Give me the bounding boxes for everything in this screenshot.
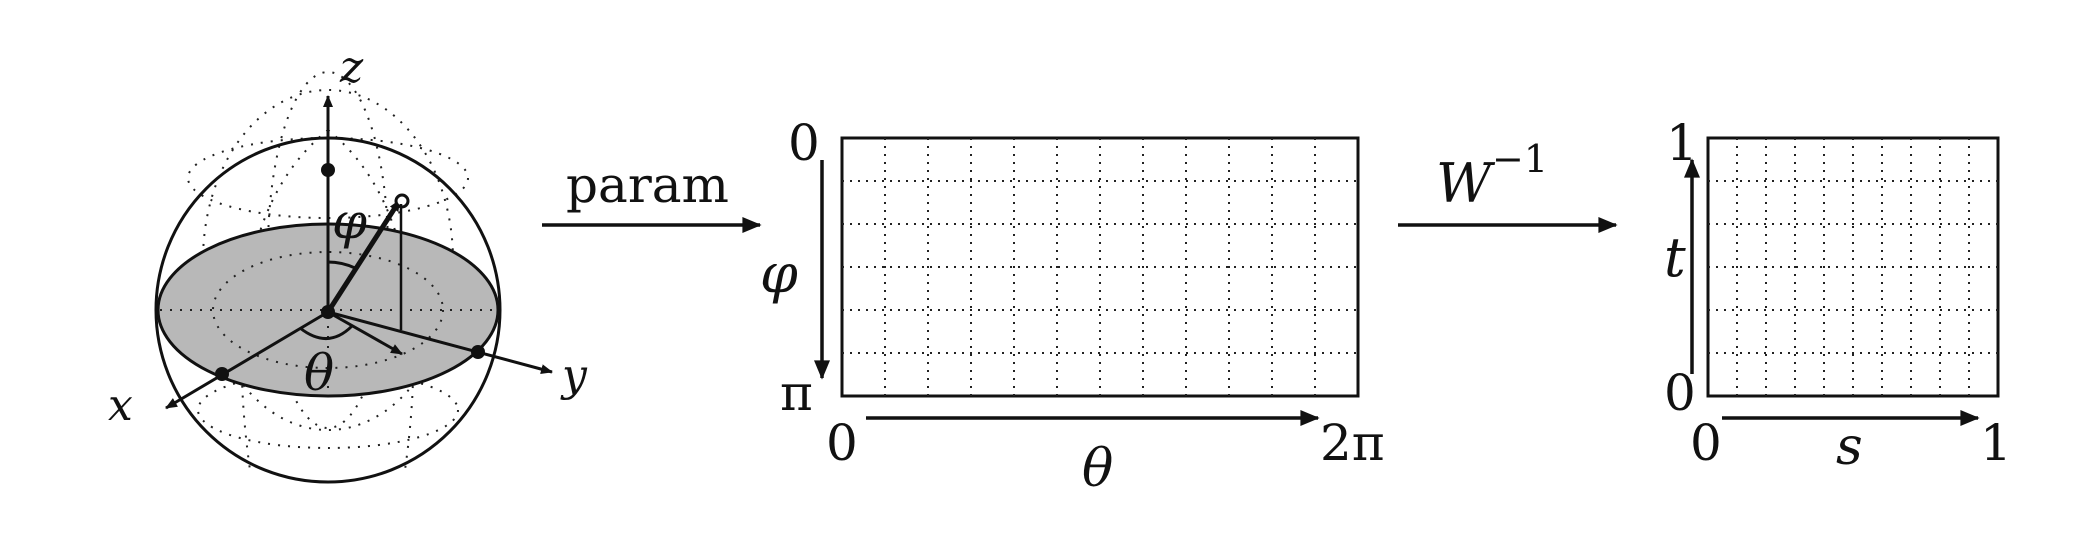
- unit-domain-rectangle: 1 0 t 0 s 1: [1664, 114, 2012, 477]
- phi-angle-arc: [327, 260, 356, 270]
- y-axis-point: [471, 345, 485, 359]
- theta-angle-label: θ: [304, 344, 334, 402]
- t-axis-start-label: 0: [1664, 364, 1696, 422]
- disc-grid-lines: [160, 226, 496, 394]
- s-axis-start-label: 0: [1690, 414, 1722, 472]
- t-axis-end-label: 1: [1666, 114, 1698, 172]
- param-grid: [842, 138, 1358, 396]
- z-axis-label: z: [339, 42, 364, 93]
- phi-axis-label: φ: [760, 242, 798, 305]
- theta-axis-start-label: 0: [826, 414, 858, 472]
- y-axis-label: y: [560, 350, 588, 401]
- s-axis-label: s: [1836, 417, 1863, 477]
- theta-angle-arc: [299, 324, 354, 340]
- phi-axis-start-label: 0: [788, 114, 820, 172]
- sphere-diagram: z x y φ θ: [108, 42, 588, 484]
- theta-axis-label: θ: [1082, 439, 1113, 499]
- x-axis-label: x: [108, 380, 133, 431]
- param-label: param: [566, 156, 729, 214]
- t-axis-label: t: [1664, 226, 1686, 289]
- param-arrow: param: [542, 156, 762, 233]
- phi-axis-end-label: π: [780, 364, 813, 422]
- x-axis-point: [215, 367, 229, 381]
- y-axis: [327, 310, 553, 374]
- unit-grid: [1708, 138, 1998, 396]
- origin-point: [321, 305, 335, 319]
- param-domain-rectangle: 0 π φ 0 θ 2π: [760, 114, 1385, 499]
- radius-vector: [325, 198, 403, 314]
- s-axis-end-label: 1: [1980, 414, 2012, 472]
- inverse-warp-arrow: W −1: [1398, 137, 1618, 233]
- north-pole-point: [321, 163, 335, 177]
- inverse-warp-label: W: [1436, 152, 1496, 215]
- theta-axis-end-label: 2π: [1320, 414, 1385, 472]
- inverse-warp-exponent: −1: [1492, 137, 1548, 181]
- projected-vector: [327, 310, 403, 356]
- phi-angle-label: φ: [332, 192, 367, 250]
